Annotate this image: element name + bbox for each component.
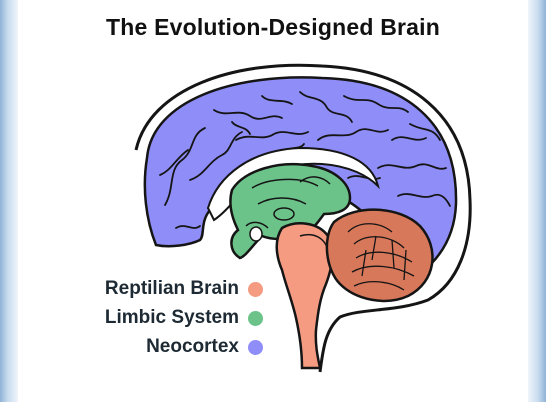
legend-item-reptilian: Reptilian Brain [40,278,265,307]
legend-dot-reptilian [248,282,263,297]
cerebellum-region [327,210,433,301]
pituitary-structure [250,227,262,241]
legend-item-neocortex: Neocortex [40,336,265,365]
legend-label: Limbic System [105,307,239,329]
legend-label: Reptilian Brain [105,278,239,300]
legend-label: Neocortex [146,336,239,358]
legend: Reptilian Brain Limbic System Neocortex [40,278,265,365]
legend-dot-limbic [248,311,263,326]
legend-item-limbic: Limbic System [40,307,265,336]
legend-dot-neocortex [248,340,263,355]
